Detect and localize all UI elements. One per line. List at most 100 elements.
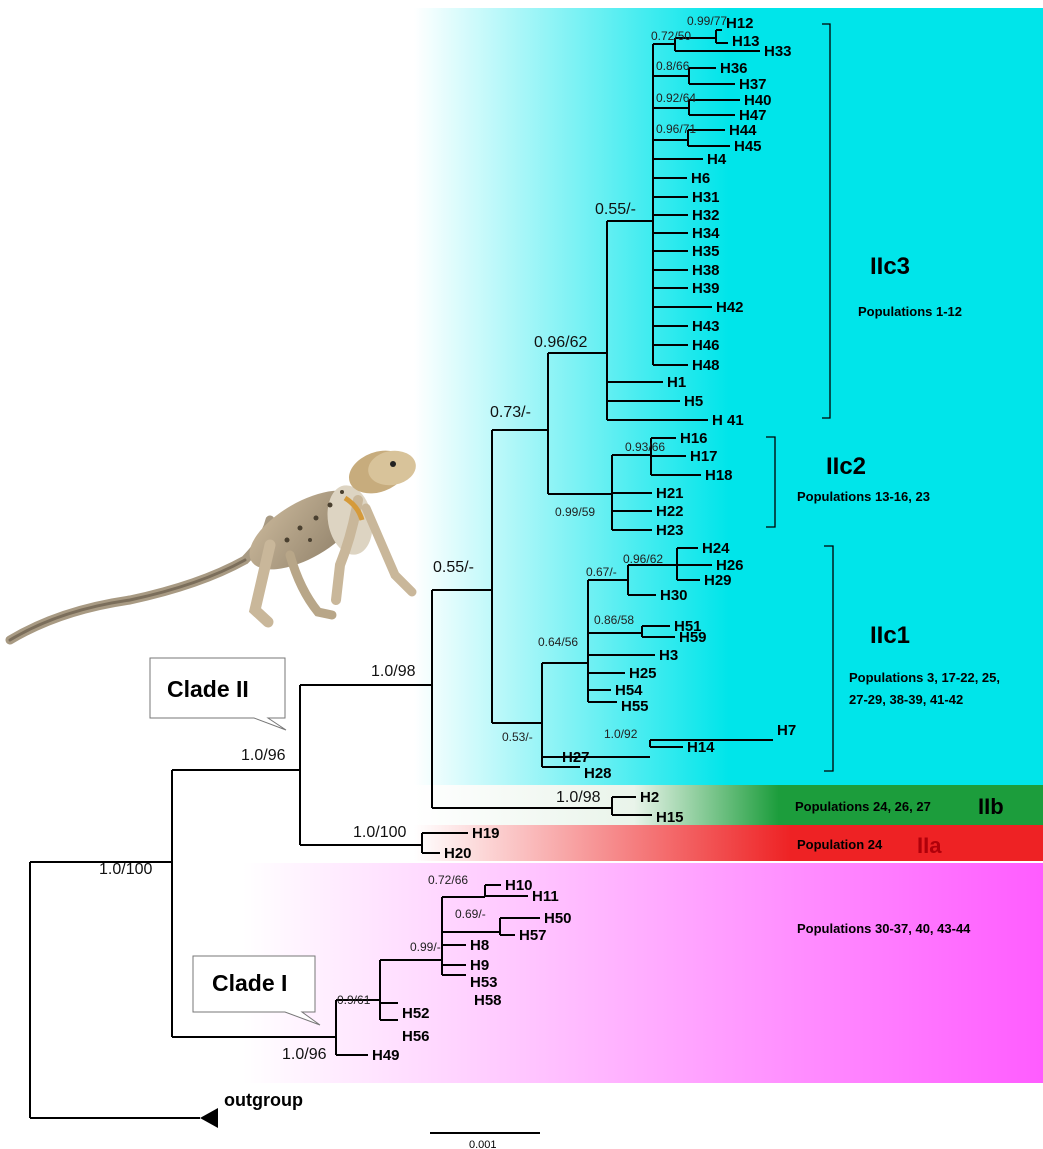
clade2-callout-text: Clade II [167,676,249,702]
support-value: 0.96/71 [656,122,696,136]
clade-IIb-band [414,785,1043,825]
tip-H32: H32 [692,207,720,224]
tip-H17: H17 [690,448,718,465]
tip-H56: H56 [402,1028,430,1045]
tip-H15: H15 [656,809,684,826]
tip-H9: H9 [470,957,489,974]
support-value: 0.99/- [410,940,441,954]
tip-H22: H22 [656,503,684,520]
tip-H45: H45 [734,138,762,155]
tip-H52: H52 [402,1005,430,1022]
tip-H25: H25 [629,665,657,682]
support-value: 0.96/62 [534,334,587,351]
support-value: 0.92/64 [656,91,696,105]
tip-H49: H49 [372,1047,400,1064]
tip-H3: H3 [659,647,678,664]
tip-H58: H58 [474,992,502,1009]
tip-H38: H38 [692,262,720,279]
support-value: 0.55/- [433,559,474,576]
tip-outgroup: outgroup [224,1090,303,1110]
tip-H59: H59 [679,629,707,646]
support-value: 0.69/- [455,907,486,921]
support-value: 0.8/66 [656,59,690,73]
tip-H24: H24 [702,540,730,557]
tip-H53: H53 [470,974,498,991]
tip-H33: H33 [764,43,792,60]
tip-H50: H50 [544,910,572,927]
tip-H30: H30 [660,587,688,604]
support-value: 1.0/96 [282,1046,327,1063]
scale-bar-label: 0.001 [469,1139,497,1149]
tip-H4: H4 [707,151,727,168]
support-value: 1.0/100 [99,861,152,878]
tip-H44: H44 [729,122,757,139]
support-value: 0.96/62 [623,552,663,566]
support-value: 0.72/50 [651,29,691,43]
tip-H36: H36 [720,60,748,77]
tip-H48: H48 [692,357,720,374]
support-value: 0.93/66 [625,440,665,454]
tip-H29: H29 [704,572,732,589]
clade-name-IIc3: IIc3 [870,253,910,280]
support-value: 0.67/- [586,565,617,579]
lizard-photo [10,443,419,640]
tip-H43: H43 [692,318,720,335]
tip-H18: H18 [705,467,733,484]
support-value: 1.0/92 [604,727,638,741]
tip-H10: H10 [505,877,533,894]
tip-H55: H55 [621,698,649,715]
support-value: 0.72/66 [428,873,468,887]
tip-H8: H8 [470,937,489,954]
tip-H27: H27 [562,749,590,766]
tip-H19: H19 [472,825,500,842]
clade-I-band [243,863,1043,1083]
tip-H34: H34 [692,225,720,242]
clade1-callout-text: Clade I [212,970,287,996]
clade-name-IIa: IIa [917,833,942,858]
tip-H5: H5 [684,393,703,410]
clade-name-IIc2: IIc2 [826,453,866,480]
support-value: 1.0/96 [241,747,286,764]
support-value: 0.64/56 [538,635,578,649]
tip-H31: H31 [692,189,720,206]
clade-populations-IIb: Populations 24, 26, 27 [795,799,931,814]
tip-H28: H28 [584,765,612,782]
tip-H37: H37 [739,76,767,93]
clade-populations-IIa: Population 24 [797,837,883,852]
tip-H12: H12 [726,15,754,32]
tip-H21: H21 [656,485,684,502]
support-value: 0.73/- [490,404,531,421]
tip-H41: H 41 [712,412,744,429]
tip-H14: H14 [687,739,715,756]
support-value: 0.53/- [502,730,533,744]
tip-H6: H6 [691,170,710,187]
tip-H35: H35 [692,243,720,260]
support-value: 0.9/61 [337,993,371,1007]
support-value: 0.55/- [595,201,636,218]
tip-H2: H2 [640,789,659,806]
tip-H16: H16 [680,430,708,447]
tip-H42: H42 [716,299,744,316]
support-value: 1.0/98 [556,789,601,806]
support-value: 0.99/59 [555,505,595,519]
tip-H46: H46 [692,337,720,354]
support-value: 0.99/77 [687,14,727,28]
tip-H13: H13 [732,33,760,50]
tip-H7: H7 [777,722,796,739]
outgroup-collapsed-triangle [200,1108,218,1128]
tip-H54: H54 [615,682,643,699]
tip-H11: H11 [532,888,559,905]
clade2-callout: Clade II [150,658,286,730]
clade-IIa-band [414,825,1043,861]
clade-name-IIc1: IIc1 [870,622,910,649]
clade-populations-IIc2: Populations 13-16, 23 [797,489,930,504]
clade-populations-IIc1-line2: 27-29, 38-39, 41-42 [849,692,963,707]
clade-name-IIb: IIb [978,794,1004,819]
tip-H20: H20 [444,845,472,862]
clade-populations-I: Populations 30-37, 40, 43-44 [797,921,971,936]
tip-H39: H39 [692,280,720,297]
support-value: 1.0/98 [371,663,416,680]
clade-populations-IIc1-line1: Populations 3, 17-22, 25, [849,670,1000,685]
support-value: 0.86/58 [594,613,634,627]
